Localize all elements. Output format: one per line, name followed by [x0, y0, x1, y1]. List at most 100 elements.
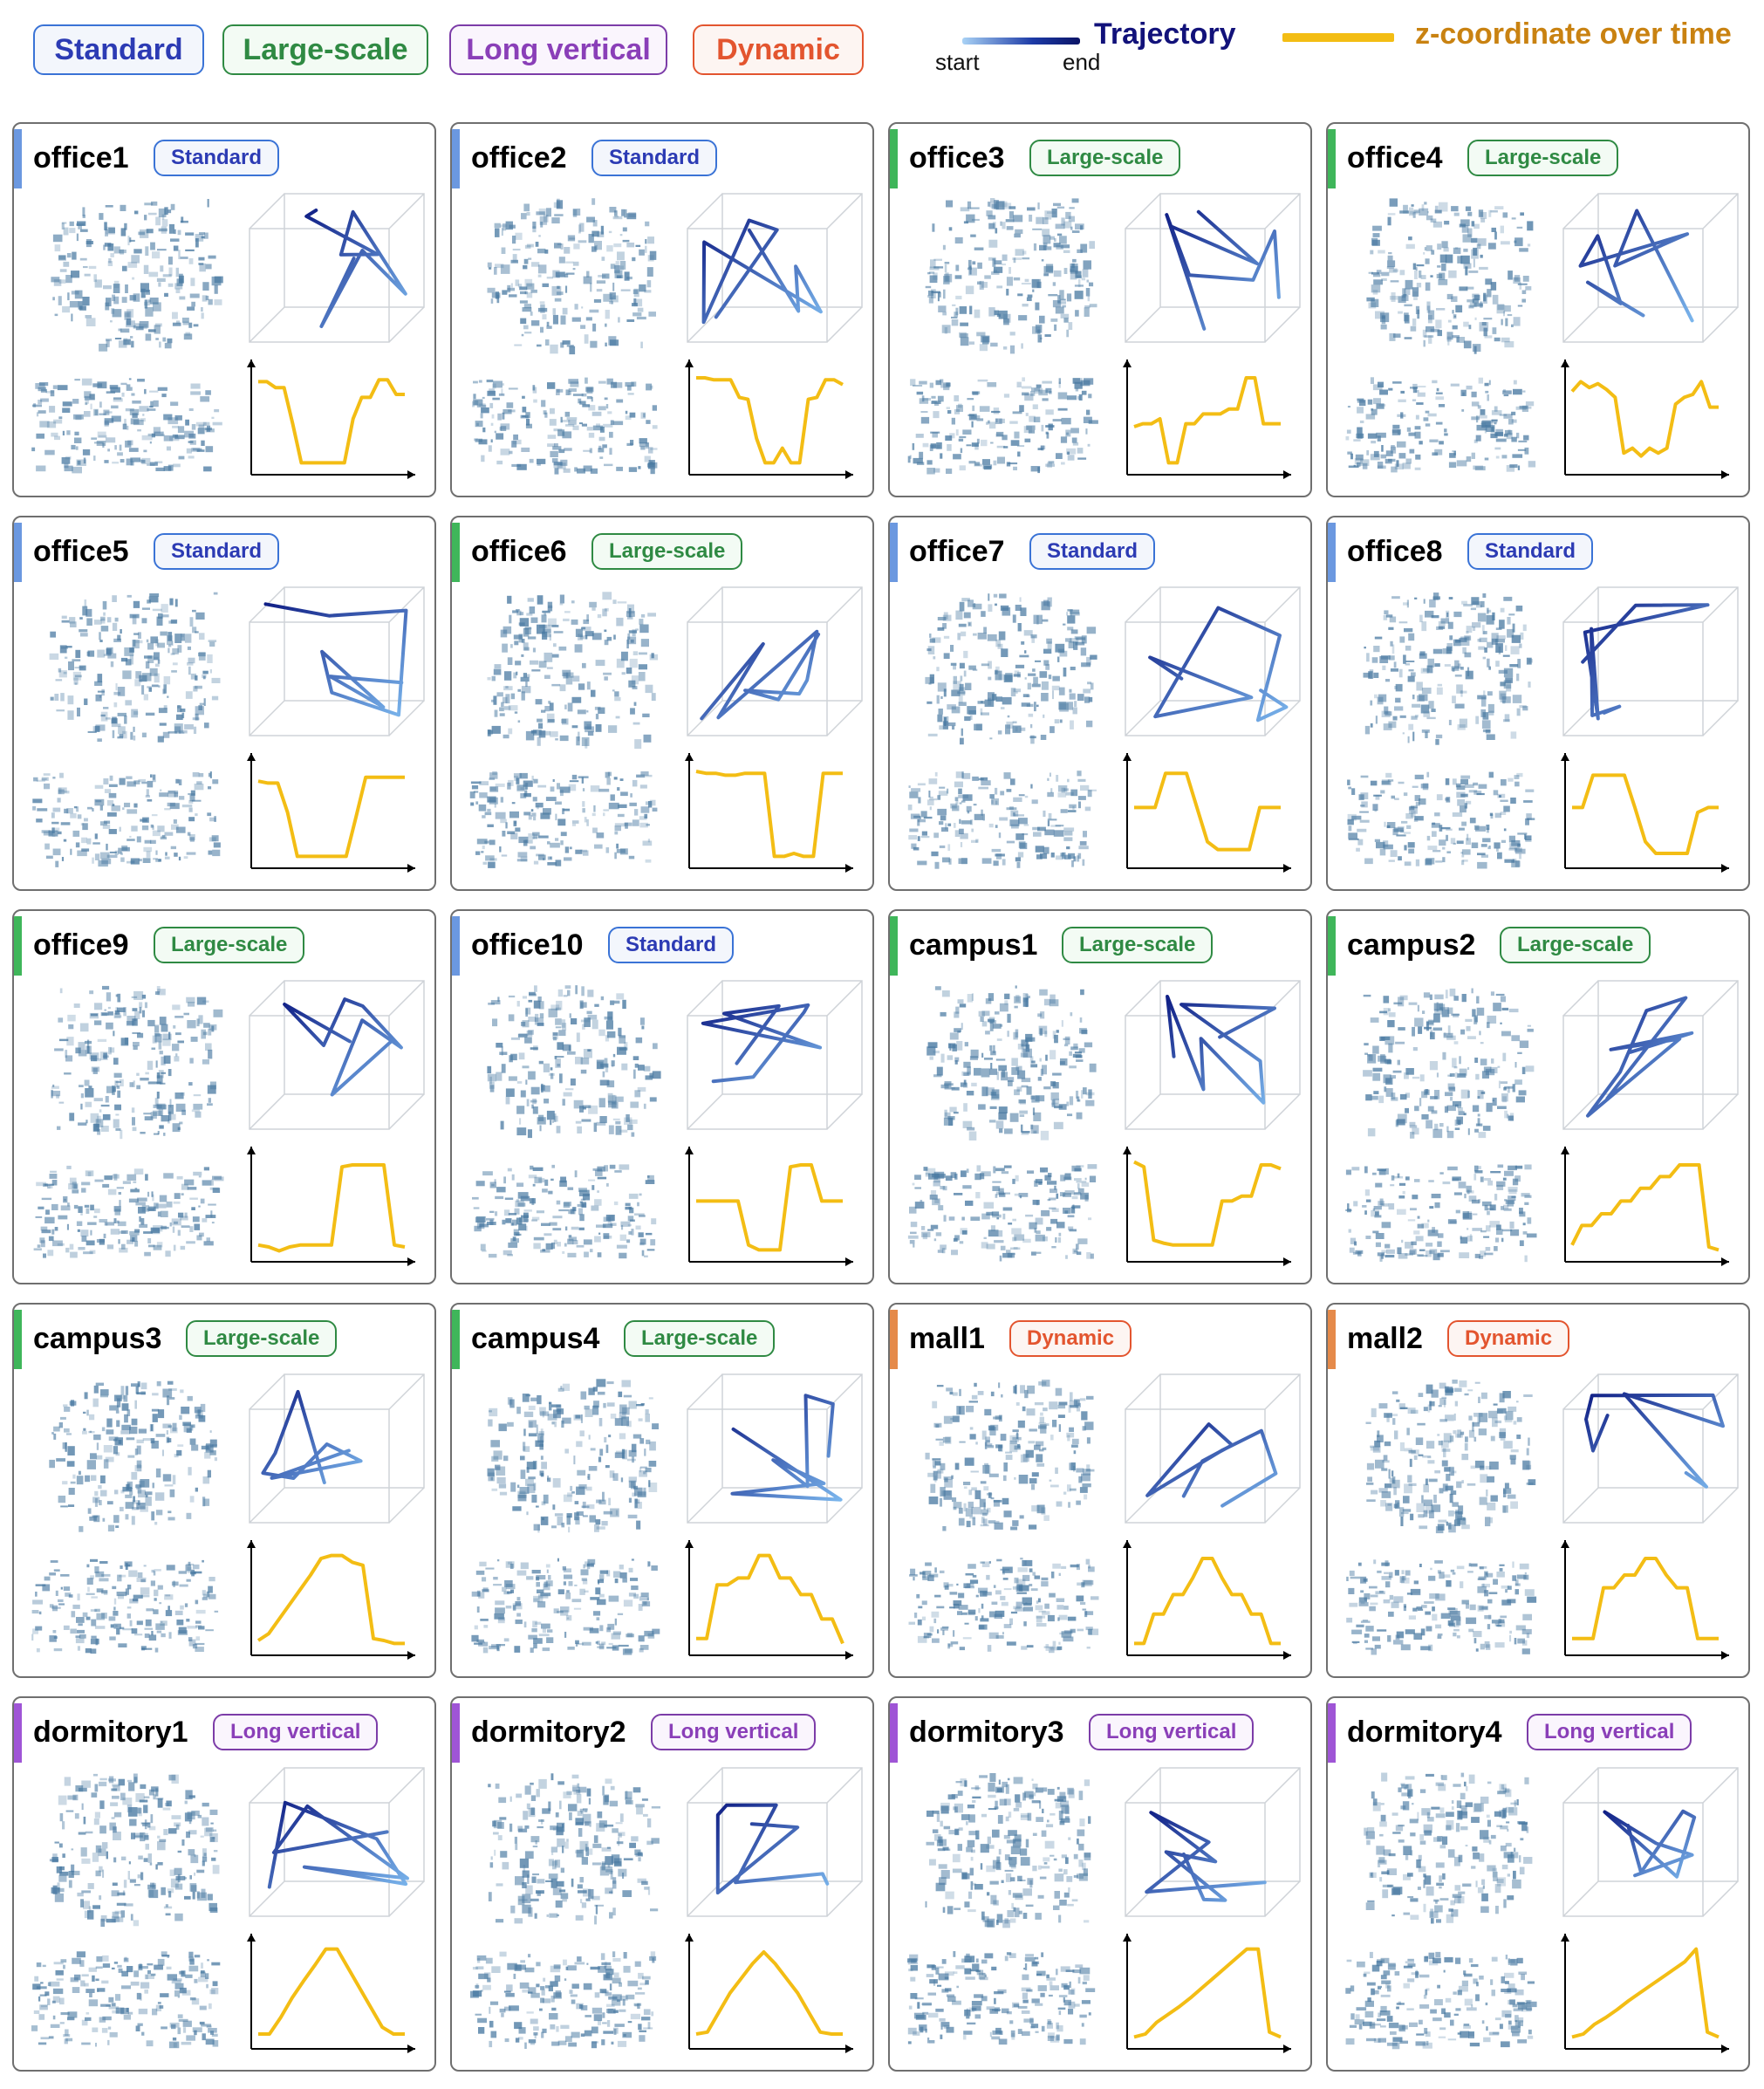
point-cloud-map-iso [51, 199, 223, 352]
trajectory-3d-plot [687, 586, 863, 736]
trajectory-bounding-box [249, 193, 425, 343]
sequence-visualization [470, 1767, 863, 2053]
point-cloud-map-side [1345, 1951, 1537, 2050]
trajectory-3d-plot [1562, 586, 1739, 736]
trajectory-end-label: end [1063, 49, 1101, 75]
z-coordinate-line [257, 1163, 406, 1253]
z-coordinate-plot [1561, 753, 1729, 873]
trajectory-bounding-box [249, 1373, 425, 1524]
sequence-title: office9 [33, 928, 129, 962]
trajectory-path [1603, 1809, 1697, 1879]
z-coordinate-line [1572, 1557, 1719, 1640]
category-accent-bar [1328, 1703, 1336, 1763]
trajectory-path [1584, 1392, 1725, 1489]
trajectory-path [730, 1394, 843, 1502]
category-badge: Standard [1029, 533, 1156, 570]
trajectory-3d-plot [249, 1767, 425, 1917]
category-accent-bar [890, 1703, 898, 1763]
category-badge: Long vertical [651, 1714, 817, 1750]
sequence-visualization [907, 586, 1301, 873]
trajectory-bounding-box [687, 586, 863, 736]
z-coordinate-plot [1123, 753, 1291, 873]
trajectory-path [1581, 603, 1710, 721]
trajectory-bounding-box [687, 980, 863, 1130]
sequence-visualization [1345, 193, 1739, 479]
legend-large-scale-chip: Large-scale [222, 24, 428, 75]
point-cloud-map-iso [1363, 592, 1533, 745]
category-badge: Large-scale [1029, 140, 1181, 176]
trajectory-bounding-box [249, 980, 425, 1130]
z-coordinate-plot [1561, 360, 1729, 479]
category-accent-bar [452, 1310, 460, 1369]
point-cloud-map-iso [487, 198, 657, 355]
z-coordinate-plot [1561, 1540, 1729, 1660]
point-cloud-map-iso [925, 1773, 1091, 1928]
category-badge: Standard [1467, 533, 1594, 570]
trajectory-3d-plot [1125, 586, 1301, 736]
point-cloud-map-side [1345, 1164, 1537, 1263]
sequence-visualization [1346, 1373, 1739, 1660]
trajectory-path [701, 218, 823, 325]
z-coordinate-plot [685, 1540, 853, 1660]
category-accent-bar [1328, 523, 1336, 582]
point-cloud-map-iso [49, 1773, 220, 1928]
category-accent-bar [452, 129, 460, 188]
sequence-title: dormitory4 [1347, 1716, 1502, 1749]
point-cloud-map-side [907, 771, 1097, 869]
z-coordinate-plot [247, 1147, 415, 1266]
z-coordinate-plot [247, 1934, 415, 2053]
z-coordinate-plot [685, 1147, 853, 1266]
sequence-title: office7 [909, 535, 1005, 568]
trajectory-3d-plot [249, 1373, 425, 1524]
trajectory-path [701, 1003, 823, 1084]
category-accent-bar [452, 523, 460, 582]
z-coordinate-plot [1561, 1934, 1729, 2053]
z-coordinate-plot [685, 1934, 853, 2053]
category-badge: Standard [154, 533, 280, 570]
point-cloud-map-side [907, 1951, 1096, 2045]
category-accent-bar [1328, 1310, 1336, 1369]
trajectory-path [261, 1389, 363, 1484]
trajectory-path [715, 1803, 830, 1895]
trajectory-path [1166, 995, 1276, 1105]
trajectory-bounding-box [1125, 980, 1301, 1130]
trajectory-3d-plot [687, 193, 863, 343]
trajectory-3d-plot [687, 1767, 863, 1917]
sequence-title: office5 [33, 535, 129, 568]
point-cloud-map-iso [1366, 198, 1534, 354]
trajectory-bounding-box [1125, 586, 1301, 736]
trajectory-bounding-box [687, 1767, 863, 1917]
trajectory-3d-plot [1562, 1373, 1739, 1524]
z-coordinate-line [695, 770, 843, 859]
trajectory-bounding-box [1125, 193, 1301, 343]
sequence-visualization [1345, 980, 1739, 1266]
category-accent-bar [14, 1703, 22, 1763]
trajectory-path [304, 209, 407, 328]
category-badge: Dynamic [1447, 1320, 1570, 1357]
z-coordinate-plot [1561, 1147, 1729, 1266]
trajectory-3d-plot [249, 586, 425, 736]
z-coordinate-line [1571, 1947, 1720, 2039]
z-coordinate-line [696, 1553, 844, 1645]
category-badge: Large-scale [1500, 927, 1651, 963]
trajectory-3d-plot [1562, 193, 1739, 343]
sequence-visualization [907, 980, 1301, 1266]
trajectory-3d-plot [1562, 1767, 1739, 1917]
sequence-visualization [1347, 586, 1739, 873]
category-accent-bar [890, 916, 898, 976]
trajectory-bounding-box [249, 1767, 425, 1917]
sequence-visualization [33, 980, 425, 1266]
category-badge: Large-scale [1467, 140, 1619, 176]
category-badge: Large-scale [591, 533, 743, 570]
point-cloud-map-side [907, 1164, 1097, 1262]
category-badge: Long vertical [213, 1714, 379, 1750]
point-cloud-map-side [1345, 377, 1536, 473]
